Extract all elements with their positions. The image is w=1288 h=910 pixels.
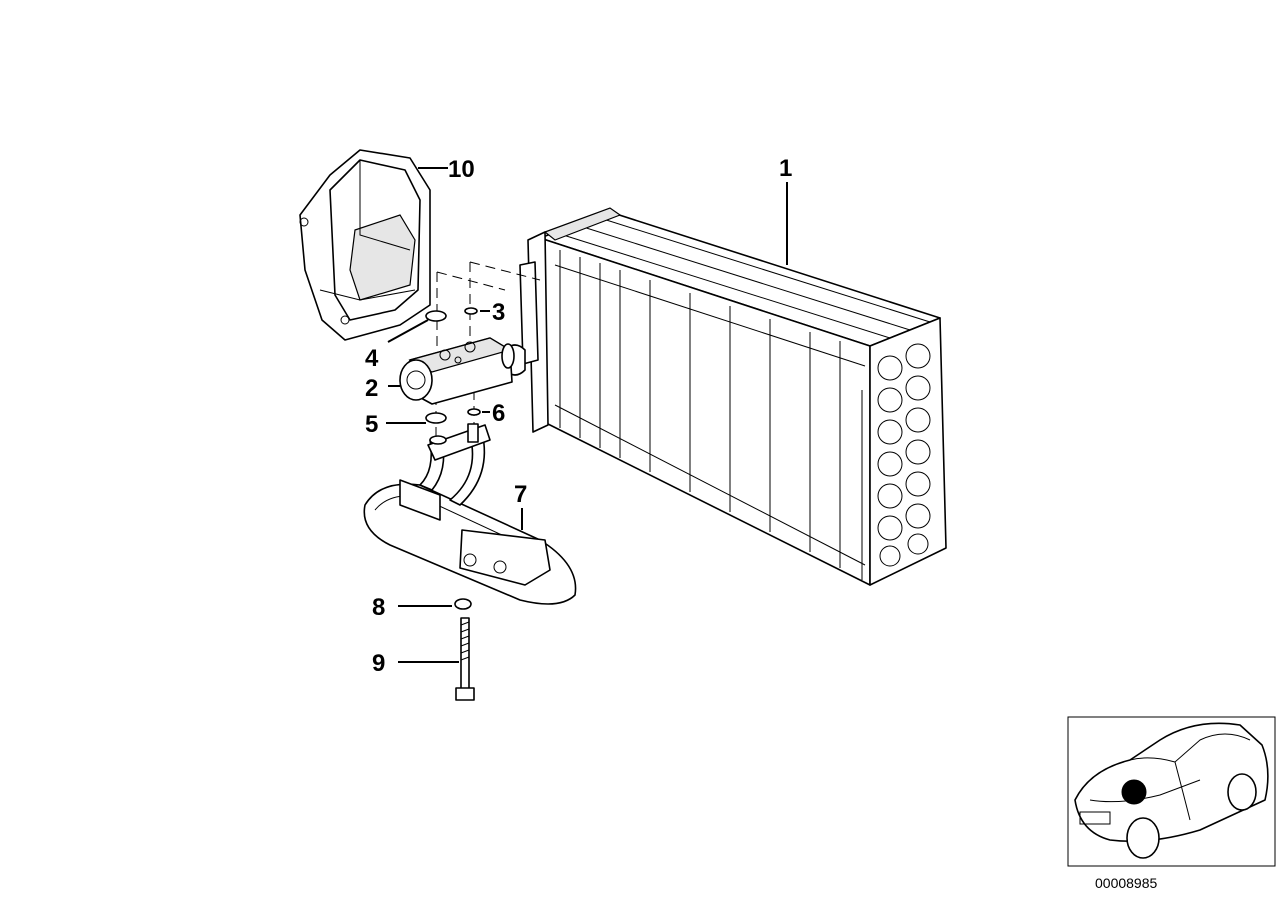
callout-4: 4 xyxy=(365,345,379,372)
evaporator-icon[interactable] xyxy=(504,207,947,586)
reference-code: 00008985 xyxy=(1095,875,1158,891)
car-location-inset xyxy=(1067,716,1276,867)
car-location-icon xyxy=(1074,722,1269,859)
leader-lines xyxy=(386,167,788,663)
callout-1: 1 xyxy=(779,155,792,182)
callout-7: 7 xyxy=(514,481,527,508)
expansion-valve-icon[interactable] xyxy=(399,337,515,405)
washer-8[interactable] xyxy=(454,598,472,610)
callout-6: 6 xyxy=(492,400,505,427)
o-ring-4[interactable] xyxy=(425,310,447,322)
callout-9: 9 xyxy=(372,650,385,677)
refrigerant-pipe-icon[interactable] xyxy=(363,423,577,605)
callout-3: 3 xyxy=(492,299,505,326)
o-ring-5[interactable] xyxy=(425,412,447,424)
callout-10: 10 xyxy=(448,156,475,183)
callout-5: 5 xyxy=(365,411,378,438)
o-ring-3[interactable] xyxy=(464,307,478,315)
callout-8: 8 xyxy=(372,594,385,621)
callout-2: 2 xyxy=(365,375,378,402)
location-marker xyxy=(1121,779,1147,805)
o-ring-6[interactable] xyxy=(467,408,481,416)
housing-cover-icon[interactable] xyxy=(299,149,431,341)
bolt-9[interactable] xyxy=(455,617,475,701)
